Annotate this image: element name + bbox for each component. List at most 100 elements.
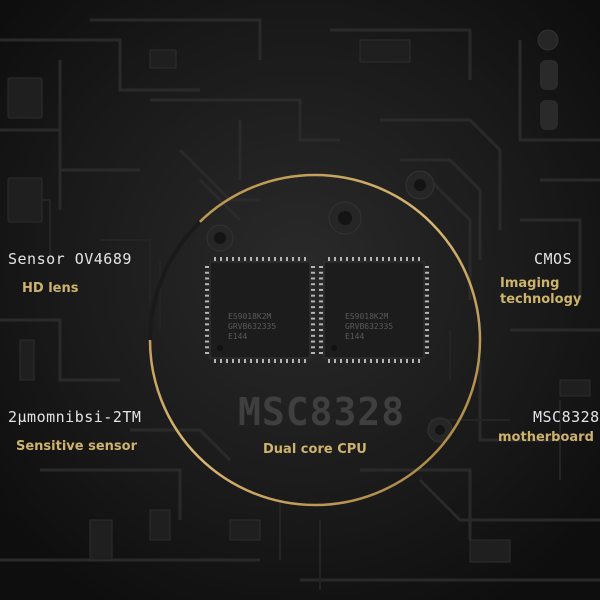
chip-pin (319, 317, 323, 320)
cmos-subtitle-line1: Imaging (500, 276, 560, 291)
chip-2-line2: GRVB632335 (345, 322, 394, 331)
cpu-chip-2 (323, 261, 425, 359)
chip-pin (425, 288, 429, 291)
chip-pin1-marker (331, 345, 337, 351)
chip-pin (311, 288, 315, 291)
chip-pin (382, 257, 384, 261)
chip-pin (376, 359, 378, 363)
cpu-model-title: MSC8328 (238, 390, 406, 434)
chip-pin (334, 359, 336, 363)
chip-pin (205, 294, 209, 297)
chip-pin (425, 329, 429, 332)
chip-pin (311, 294, 315, 297)
chip-pin (319, 334, 323, 337)
chip-pin (364, 359, 366, 363)
chip-pin (382, 359, 384, 363)
chip-pin (232, 359, 234, 363)
chip-pin (220, 359, 222, 363)
chip-pin (311, 277, 315, 280)
chip-pin (232, 257, 234, 261)
chip-pin (319, 329, 323, 332)
chip-pin (319, 311, 323, 314)
chip-pin (400, 257, 402, 261)
chip-pin (250, 359, 252, 363)
chip-pin (286, 359, 288, 363)
board-title: MSC8328 (533, 408, 600, 426)
chip-pin (425, 346, 429, 349)
chip-pin (319, 294, 323, 297)
chip-pin (418, 359, 420, 363)
chip-pin (425, 352, 429, 354)
chip-pin (205, 277, 209, 280)
chip-pin (406, 359, 408, 363)
chip-pin (394, 257, 396, 261)
chip-pin (238, 257, 240, 261)
chip-pin (220, 257, 222, 261)
chip-pin (214, 359, 216, 363)
chip-pin (205, 311, 209, 314)
chip-2-line3: E144 (345, 332, 365, 341)
chip-pin (238, 359, 240, 363)
chip-pin (319, 277, 323, 280)
chip-pin (205, 283, 209, 286)
chip-pin (304, 359, 306, 363)
chip-1-line2: GRVB632335 (228, 322, 277, 331)
cpu-subtitle: Dual core CPU (263, 442, 367, 457)
chip-pin (425, 266, 429, 268)
chip-pin (256, 359, 258, 363)
chip-pin (412, 257, 414, 261)
chip-pin (205, 346, 209, 349)
chip-pin (205, 334, 209, 337)
chip-pin (388, 257, 390, 261)
chip-pin (319, 323, 323, 326)
chip-pin (244, 359, 246, 363)
chip-pin (346, 257, 348, 261)
chip-pin (311, 306, 315, 309)
chip-pin (205, 266, 209, 268)
chip-pin (412, 359, 414, 363)
chip-pin (311, 340, 315, 343)
chip-pin (319, 266, 323, 268)
chip-pin (311, 266, 315, 268)
chip-pin (304, 257, 306, 261)
chip-pin (286, 257, 288, 261)
chip-pin (311, 352, 315, 354)
chip-pin (311, 311, 315, 314)
chip-pin (425, 283, 429, 286)
chip-pin (425, 271, 429, 274)
chip-pin (205, 323, 209, 326)
sensor-subtitle: HD lens (22, 281, 79, 296)
chip-pin (292, 359, 294, 363)
chip-pin (311, 317, 315, 320)
cpu-chip-1 (209, 261, 311, 359)
chip-pin (205, 352, 209, 354)
chip-pin (244, 257, 246, 261)
chip-pin (205, 306, 209, 309)
pixel-subtitle: Sensitive sensor (16, 439, 138, 454)
chip-pin (425, 300, 429, 303)
chip-pin (425, 334, 429, 337)
chip-pin (319, 306, 323, 309)
chip-pin (205, 340, 209, 343)
cmos-title: CMOS (534, 250, 573, 268)
chip-pin (274, 257, 276, 261)
chip-pin (352, 359, 354, 363)
chip-pin (340, 359, 342, 363)
chip-2-marking: ES9018K2M GRVB632335 E144 (345, 312, 393, 342)
chip-pin (370, 359, 372, 363)
chip-pin (394, 359, 396, 363)
chip-pin (311, 334, 315, 337)
chip-pin (311, 283, 315, 286)
chip-pin (425, 306, 429, 309)
chip-pin (226, 359, 228, 363)
sensor-title: Sensor OV4689 (8, 250, 132, 268)
cmos-subtitle-line2: technology (500, 292, 582, 307)
chip-pin (205, 329, 209, 332)
chip-pin (388, 359, 390, 363)
chip-pin (262, 359, 264, 363)
chip-pin (425, 317, 429, 320)
chip-pin (262, 257, 264, 261)
chip-pin (425, 323, 429, 326)
chip-pin (364, 257, 366, 261)
